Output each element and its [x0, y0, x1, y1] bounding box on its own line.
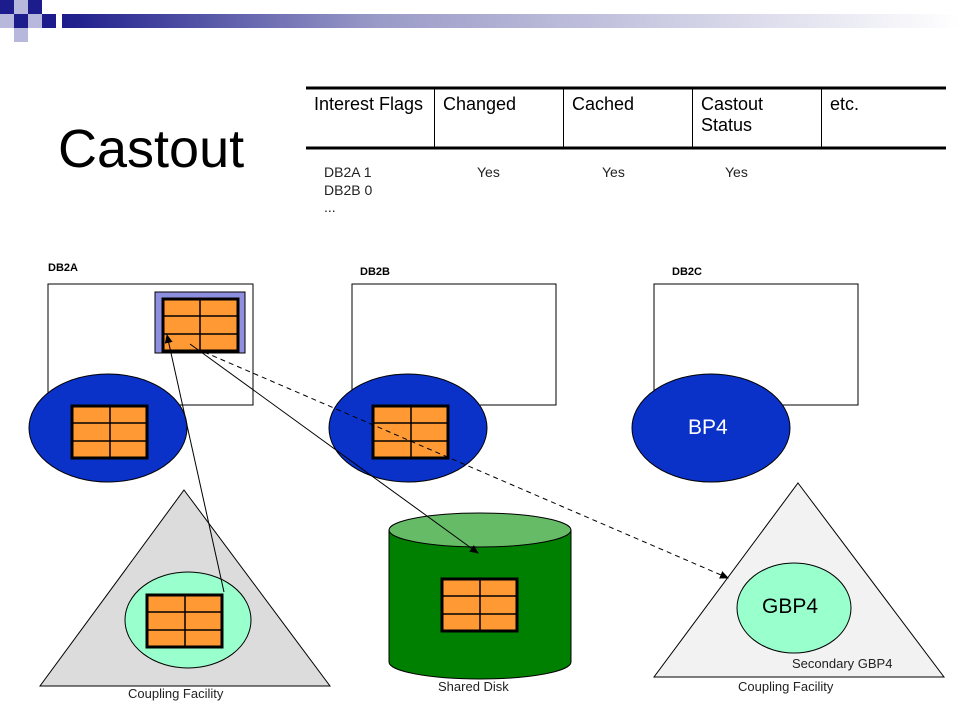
member-flag-line: DB2A 1: [324, 164, 372, 180]
read-to-local-arrow: [164, 334, 225, 593]
header-square: [28, 0, 42, 14]
header-square: [28, 14, 42, 28]
table-header-cell: etc.: [821, 88, 948, 148]
interest-flags-table: Interest Flags Changed Cached Castout St…: [306, 88, 948, 148]
member-flag-line: DB2B 0: [324, 182, 373, 198]
header-square: [14, 14, 28, 28]
db2c-label: DB2C: [672, 266, 702, 278]
table-header-cell: Castout Status: [692, 88, 822, 148]
shared-disk-top: [388, 512, 572, 548]
shared-disk-label: Shared Disk: [438, 679, 509, 694]
member-flag-line: ...: [324, 199, 336, 215]
table-header-row: Interest Flags Changed Cached Castout St…: [306, 88, 948, 148]
table-header-cell: Cached: [563, 88, 693, 148]
page-grid: [161, 297, 240, 353]
changed-value: Yes: [477, 164, 500, 180]
gbp4-pool: [736, 562, 852, 654]
page-grid: [371, 404, 450, 460]
page-grid: [70, 404, 149, 460]
slide-title: Castout: [58, 119, 245, 179]
header-square: [0, 14, 14, 28]
db2c-buffer-pool: [631, 373, 791, 483]
table-header-cell: Interest Flags: [314, 94, 424, 114]
castout-status-value: Yes: [725, 164, 748, 180]
gbp4-label: GBP4: [762, 595, 819, 618]
db2b-label: DB2B: [360, 266, 390, 278]
castout-to-disk-arrow: [189, 343, 479, 554]
coupling-facility-label: Coupling Facility: [738, 679, 834, 694]
secondary-gbp-label: Secondary GBP4: [792, 656, 893, 671]
coupling-facility-label: Coupling Facility: [128, 686, 224, 701]
page-grid: [440, 577, 519, 633]
bp4-label: BP4: [688, 416, 728, 439]
header-decoration: [0, 0, 960, 42]
header-square: [0, 0, 14, 14]
header-gradient-bar: [62, 14, 960, 28]
header-square: [14, 28, 28, 42]
header-square: [42, 14, 56, 28]
header-square: [14, 0, 28, 14]
page-grid: [145, 593, 224, 649]
table-header-cell: Changed: [434, 88, 564, 148]
db2a-label: DB2A: [48, 262, 78, 274]
cached-value: Yes: [602, 164, 625, 180]
